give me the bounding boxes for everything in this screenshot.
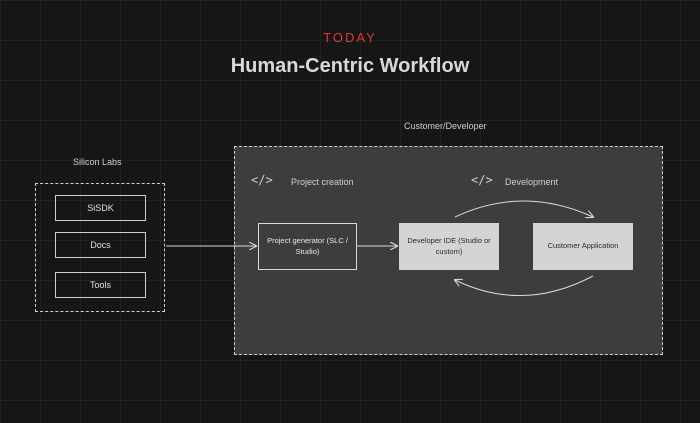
page-title: Human-Centric Workflow xyxy=(230,55,470,77)
tools-box[interactable]: Tools xyxy=(55,272,146,298)
silicon-labs-label: Silicon Labs xyxy=(73,157,122,167)
arrow-ide-to-app xyxy=(454,200,593,217)
customer-developer-label: Customer/Developer xyxy=(404,121,487,131)
project-creation-label: Project creation xyxy=(291,177,354,187)
docs-box[interactable]: Docs xyxy=(55,232,146,258)
customer-application-node[interactable]: Customer Application xyxy=(533,223,633,270)
project-generator-node[interactable]: Project generator (SLC / Studio) xyxy=(258,223,357,270)
silicon-labs-group xyxy=(35,183,165,312)
code-icon-creation: </> xyxy=(251,173,273,187)
arrow-app-to-ide xyxy=(455,275,594,297)
kicker-today: TODAY xyxy=(323,30,377,45)
development-label: Development xyxy=(505,177,559,187)
sisdk-box[interactable]: SiSDK xyxy=(55,195,146,221)
code-icon-development: </> xyxy=(471,173,493,187)
developer-ide-node[interactable]: Developer IDE (Studio or custom) xyxy=(399,223,499,270)
